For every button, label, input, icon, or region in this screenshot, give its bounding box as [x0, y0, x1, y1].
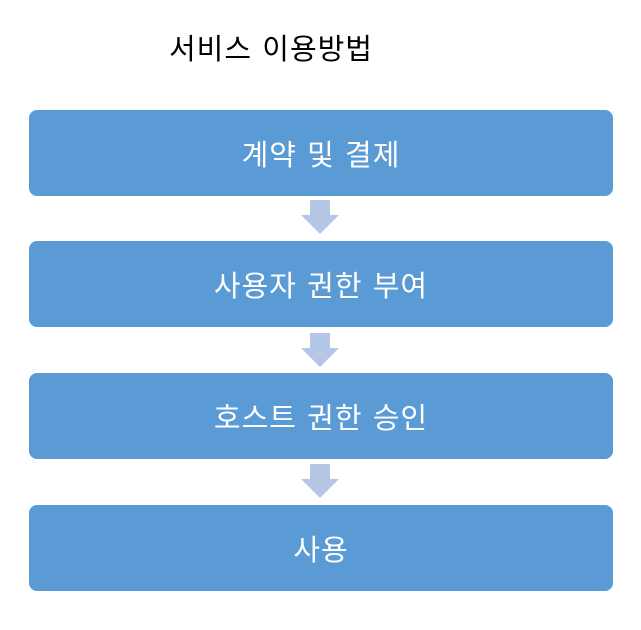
step-use: 사용 [29, 505, 613, 591]
down-arrow-icon [301, 333, 339, 367]
step-label: 사용자 권한 부여 [213, 269, 429, 303]
step-label: 호스트 권한 승인 [213, 401, 429, 435]
arrow-shape [301, 333, 339, 367]
step-label: 사용 [293, 533, 349, 567]
down-arrow-icon [301, 200, 339, 234]
step-host-permission-approval: 호스트 권한 승인 [29, 373, 613, 459]
step-label: 계약 및 결제 [241, 138, 401, 172]
step-grant-user-permission: 사용자 권한 부여 [29, 241, 613, 327]
down-arrow-icon [301, 464, 339, 498]
arrow-shape [301, 200, 339, 234]
arrow-shape [301, 464, 339, 498]
step-contract-payment: 계약 및 결제 [29, 110, 613, 196]
diagram-title: 서비스 이용방법 [169, 32, 373, 66]
